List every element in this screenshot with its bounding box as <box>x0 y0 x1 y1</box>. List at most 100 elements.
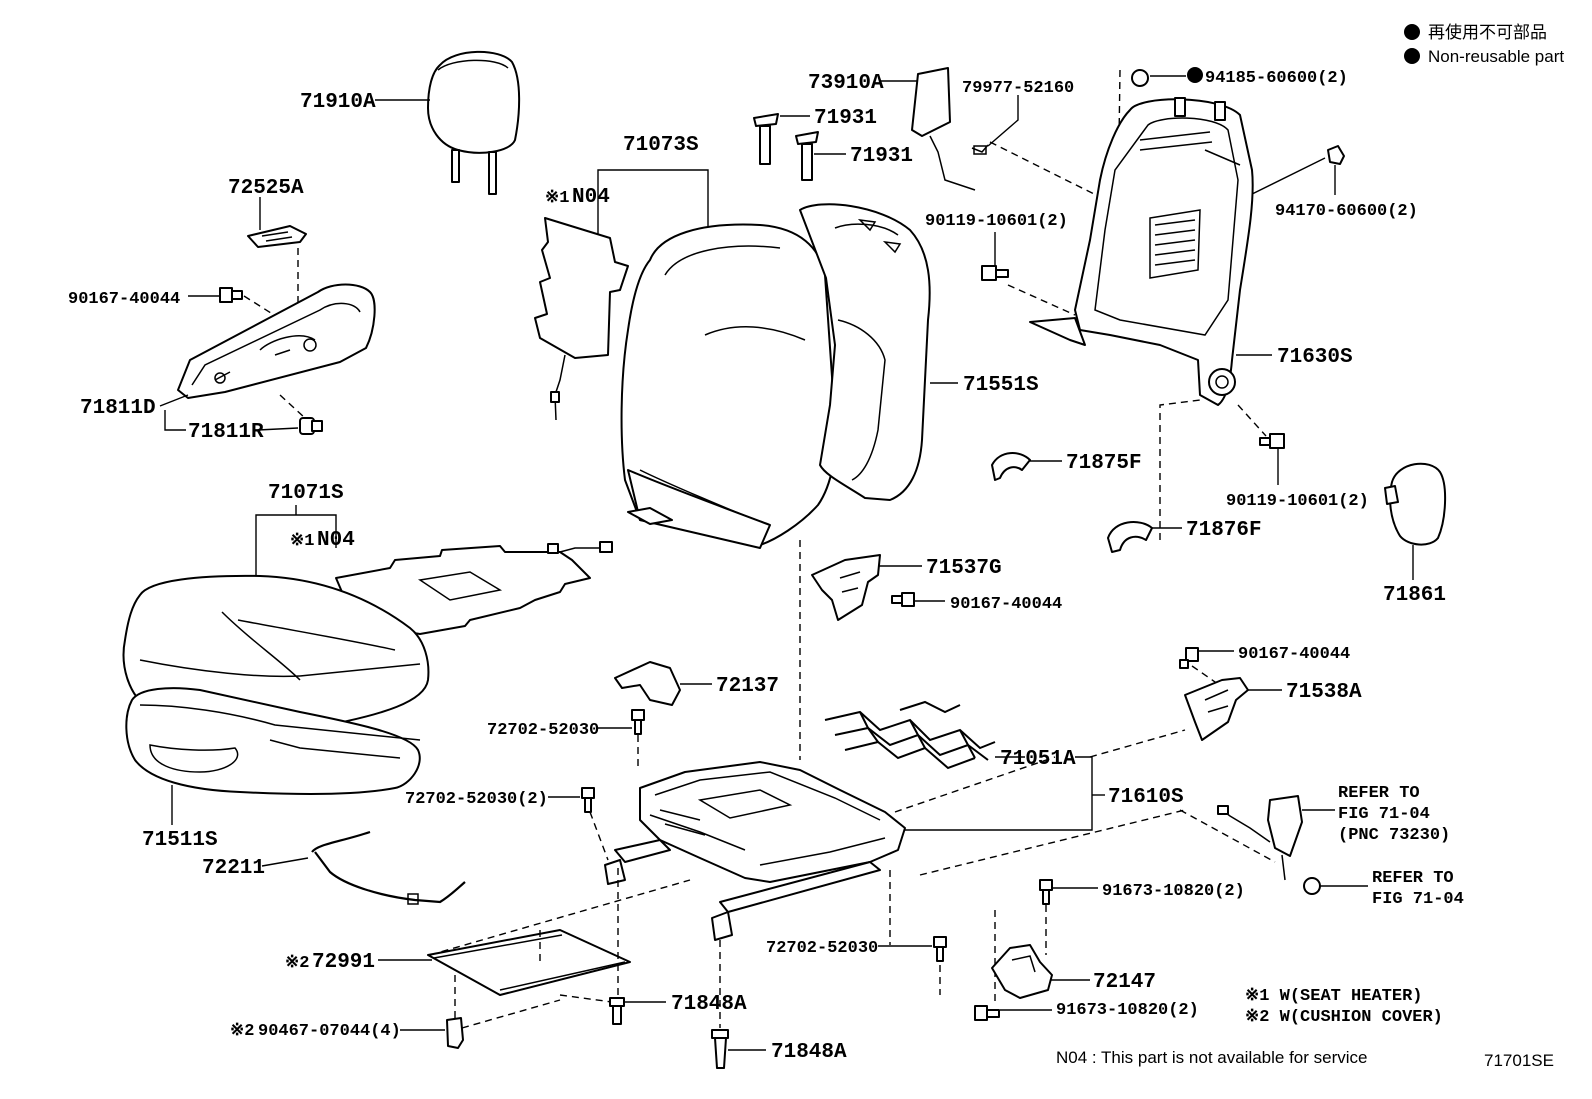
label-71630S: 71630S <box>1277 346 1353 369</box>
label-71848A-b: 71848A <box>771 1041 847 1064</box>
label-72137: 72137 <box>716 675 779 698</box>
label-79977-52160: 79977-52160 <box>962 79 1074 98</box>
label-71861: 71861 <box>1383 584 1446 607</box>
nut-part <box>1131 69 1149 87</box>
pin-part <box>711 1029 729 1069</box>
label-71931-a: 71931 <box>814 107 877 130</box>
label-91673-a: 91673-10820(2) <box>1102 882 1245 901</box>
label-71931-b: 71931 <box>850 145 913 168</box>
side-airbag-part <box>911 67 976 191</box>
belt-anchor-bracket-part <box>991 944 1053 999</box>
headrest-guide-part <box>753 113 779 165</box>
knob-part <box>299 417 323 435</box>
label-n04-a: N04 <box>572 186 610 209</box>
label-71551S: 71551S <box>963 374 1039 397</box>
refer1-line1: REFER TO <box>1338 784 1420 803</box>
seat-belt-buckle-part <box>1217 795 1303 881</box>
note-seat-heater: ※1 W(SEAT HEATER) <box>1245 987 1422 1006</box>
label-71811D: 71811D <box>80 397 156 420</box>
n04-b-mark: ※1 <box>290 532 314 551</box>
hinge-bracket-part <box>811 554 881 621</box>
bolt-part <box>1303 877 1321 895</box>
note-cushion-cover: ※2 W(CUSHION COVER) <box>1245 1008 1443 1027</box>
cushion-spring-part <box>824 700 996 770</box>
recliner-knob-part <box>1384 462 1447 546</box>
label-72702-b: 72702-52030(2) <box>405 790 548 809</box>
screw-part <box>891 592 915 607</box>
legend-dot-icon <box>1404 48 1420 64</box>
label-72991-mark: ※2 <box>285 954 309 973</box>
label-71811R: 71811R <box>188 421 264 444</box>
label-90119-b: 90119-10601(2) <box>1226 492 1369 511</box>
figure-id: 71701SE <box>1484 1051 1554 1070</box>
adjuster-cover-part <box>614 661 681 706</box>
legend-jp: 再使用不可部品 <box>1428 22 1547 42</box>
label-71537G: 71537G <box>926 557 1002 580</box>
screw-part <box>219 287 243 303</box>
label-73910A: 73910A <box>808 72 884 95</box>
label-94185: 94185-60600(2) <box>1205 69 1348 88</box>
cushion-cover-plate-part <box>427 929 631 996</box>
label-71848A-a: 71848A <box>671 993 747 1016</box>
label-71051A: 71051A <box>1000 748 1076 771</box>
bolt-part <box>974 1005 1000 1021</box>
bolt-part <box>1259 433 1285 449</box>
trim-clip-part <box>247 225 307 248</box>
label-90167-40044-b: 90167-40044 <box>950 595 1062 614</box>
legend-en: Non-reusable part <box>1428 47 1564 66</box>
label-71910A: 71910A <box>300 91 376 114</box>
label-94170: 94170-60600(2) <box>1275 202 1418 221</box>
label-72702-a: 72702-52030 <box>487 721 599 740</box>
hinge-cover-part <box>1107 521 1153 553</box>
label-71876F: 71876F <box>1186 519 1262 542</box>
label-71875F: 71875F <box>1066 452 1142 475</box>
n04-a-mark: ※1 <box>545 189 569 208</box>
label-90467: 90467-07044(4) <box>258 1022 401 1041</box>
label-90467-mark: ※2 <box>230 1022 254 1041</box>
pin-part <box>609 997 625 1025</box>
label-72211: 72211 <box>202 857 265 880</box>
label-71511S: 71511S <box>142 829 218 852</box>
nut-part <box>1327 145 1345 165</box>
label-90167-40044-a: 90167-40044 <box>68 290 180 309</box>
label-90119-a: 90119-10601(2) <box>925 212 1068 231</box>
label-72702-c: 72702-52030 <box>766 939 878 958</box>
label-71538A: 71538A <box>1286 681 1362 704</box>
refer2-line2: FIG 71-04 <box>1372 890 1464 909</box>
label-n04-b: N04 <box>317 529 355 552</box>
screw-part <box>1179 647 1199 669</box>
non-reusable-dot-icon <box>1187 67 1203 83</box>
refer2-line1: REFER TO <box>1372 869 1454 888</box>
bolt-part <box>933 936 947 962</box>
clip-part <box>446 1017 464 1049</box>
seat-track-frame-part <box>604 761 906 941</box>
note-n04: N04 : This part is not available for ser… <box>1056 1048 1368 1067</box>
label-71071S: 71071S <box>268 482 344 505</box>
hinge-cover-part <box>991 452 1031 481</box>
seat-back-pad-part <box>799 203 931 501</box>
legend-dot-icon <box>1404 24 1420 40</box>
refer1-line3: (PNC 73230) <box>1338 826 1450 845</box>
label-90167-40044-c: 90167-40044 <box>1238 645 1350 664</box>
seat-back-frame-part <box>1029 97 1254 406</box>
label-71073S: 71073S <box>623 134 699 157</box>
cushion-wire-part <box>311 830 466 905</box>
bolt-part <box>581 787 595 813</box>
hinge-bracket-part <box>1184 677 1249 741</box>
label-91673-b: 91673-10820(2) <box>1056 1001 1199 1020</box>
seat-cushion-pad-part <box>125 687 421 795</box>
wire-harness-part <box>971 144 989 155</box>
label-71610S: 71610S <box>1108 786 1184 809</box>
seat-back-cover-part <box>620 223 837 549</box>
label-72991: 72991 <box>312 951 375 974</box>
bolt-part <box>1039 879 1053 905</box>
headrest-part <box>427 50 521 195</box>
side-cover-part <box>177 283 376 399</box>
headrest-guide-part <box>795 131 819 181</box>
bolt-part <box>981 265 1009 281</box>
label-72525A: 72525A <box>228 177 304 200</box>
label-72147: 72147 <box>1093 971 1156 994</box>
refer1-line2: FIG 71-04 <box>1338 805 1430 824</box>
